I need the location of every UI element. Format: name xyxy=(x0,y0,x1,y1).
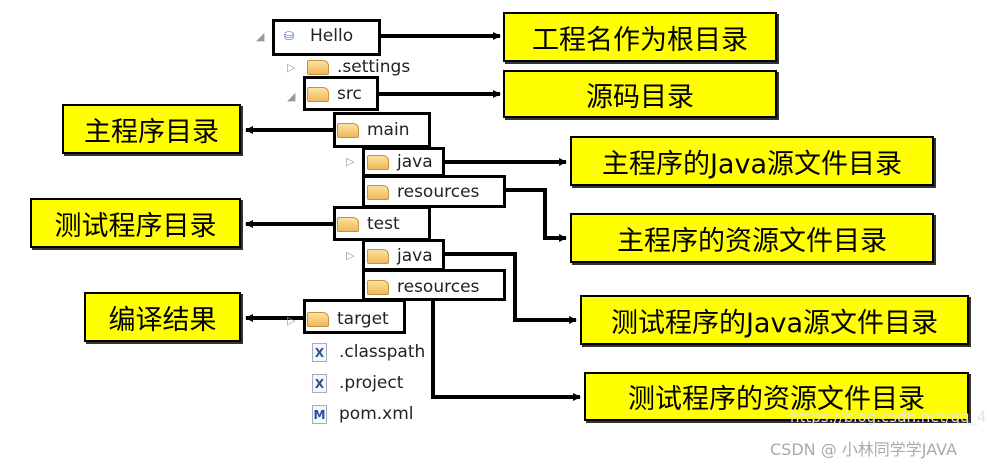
tree-item-settings[interactable]: .settings xyxy=(307,54,410,80)
tree-item-target[interactable]: target xyxy=(307,306,389,332)
arrow-test-java xyxy=(444,252,576,320)
note-main: 主程序目录 xyxy=(62,104,241,154)
folder-icon xyxy=(307,311,329,327)
collapsed-icon[interactable]: ▷ xyxy=(287,61,296,74)
arrow-test-resources xyxy=(431,300,580,397)
folder-icon xyxy=(307,86,329,102)
tree-item-project[interactable]: X.project xyxy=(312,370,403,396)
folder-icon xyxy=(337,216,359,232)
highlight-test-resources xyxy=(362,269,506,301)
highlight-hello xyxy=(272,19,381,56)
folder-icon xyxy=(367,248,389,264)
tree-item-hello[interactable]: ⛁Hello xyxy=(278,23,353,49)
maven-pom-icon: M xyxy=(312,404,327,424)
watermark-credit: CSDN @ 小林同学学JAVA xyxy=(770,440,958,459)
note-main-java: 主程序的Java源文件目录 xyxy=(570,136,934,186)
tree-item-test-resources[interactable]: resources xyxy=(367,274,479,300)
folder-icon xyxy=(367,184,389,200)
note-target: 编译结果 xyxy=(84,292,241,342)
tree-item-test-java[interactable]: java xyxy=(367,243,433,269)
note-test-java: 测试程序的Java源文件目录 xyxy=(580,295,969,345)
collapsed-icon[interactable]: ▷ xyxy=(346,155,355,168)
highlight-main-java xyxy=(362,147,445,177)
tree-item-classpath[interactable]: X.classpath xyxy=(312,339,425,365)
folder-icon xyxy=(367,279,389,295)
note-root: 工程名作为根目录 xyxy=(503,12,777,62)
highlight-main xyxy=(333,112,431,148)
tree-item-main-resources[interactable]: resources xyxy=(367,179,479,205)
collapsed-icon[interactable]: ▷ xyxy=(346,249,355,262)
highlight-test-java xyxy=(362,239,445,271)
xml-file-icon: X xyxy=(312,342,327,362)
tree-item-src[interactable]: src xyxy=(307,81,362,107)
folder-icon xyxy=(307,59,329,75)
tree-item-test[interactable]: test xyxy=(337,211,400,237)
note-src: 源码目录 xyxy=(503,70,777,118)
arrow-main-resources xyxy=(505,188,566,238)
xml-file-icon: X xyxy=(312,373,327,393)
collapsed-icon[interactable]: ▷ xyxy=(287,314,296,327)
highlight-main-resources xyxy=(362,175,506,208)
folder-icon xyxy=(367,154,389,170)
tree-item-main[interactable]: main xyxy=(337,117,409,143)
note-test: 测试程序目录 xyxy=(30,198,241,248)
tree-item-main-java[interactable]: java xyxy=(367,149,433,175)
expanded-icon[interactable]: ◢ xyxy=(287,90,296,103)
note-test-resources: 测试程序的资源文件目录 xyxy=(584,372,969,421)
highlight-target xyxy=(303,299,406,334)
expanded-icon[interactable]: ◢ xyxy=(256,30,265,43)
folder-icon xyxy=(337,122,359,138)
watermark-url: https://blog.csdn.net/qq_448 xyxy=(790,408,987,426)
maven-project-icon: ⛁ xyxy=(283,28,295,43)
note-main-resources: 主程序的资源文件目录 xyxy=(570,213,934,263)
highlight-src xyxy=(303,76,379,111)
highlight-test xyxy=(333,206,431,241)
